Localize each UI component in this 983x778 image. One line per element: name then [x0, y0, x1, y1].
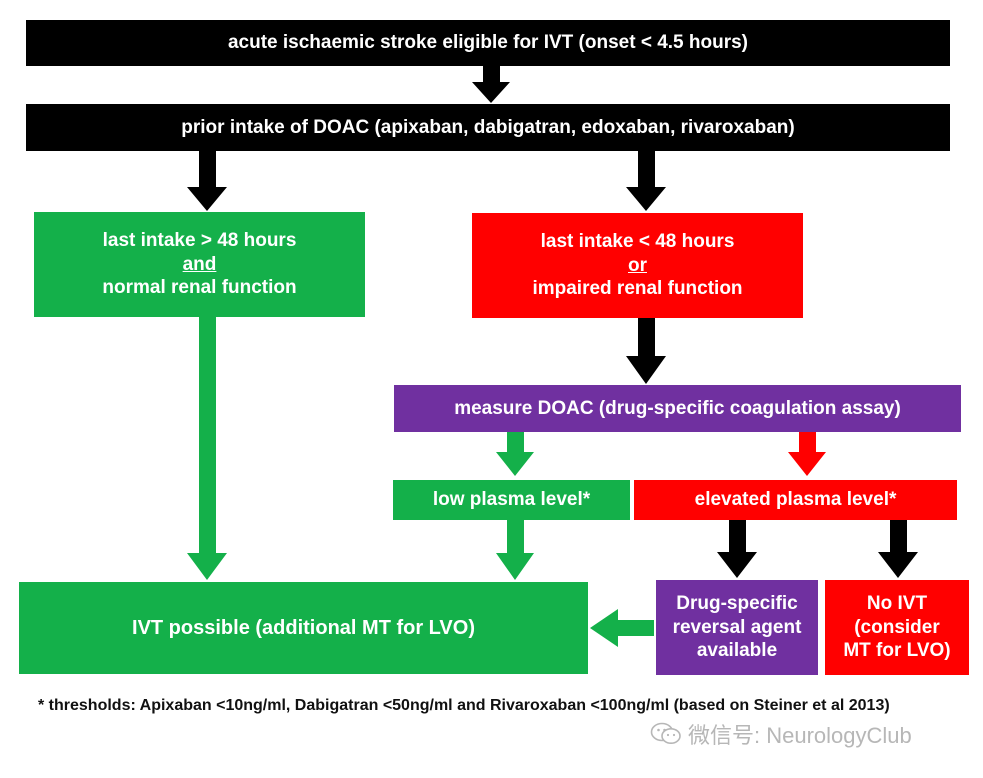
arrow-over48-to-ivt: [187, 317, 227, 580]
arrow-doac-to-under48: [626, 151, 666, 211]
measure-doac-text: measure DOAC (drug-specific coagulation …: [454, 397, 901, 419]
ivt-possible-box: IVT possible (additional MT for LVO): [19, 582, 588, 674]
eligible-text: acute ischaemic stroke eligible for IVT …: [227, 32, 749, 54]
ivt-possible-text: IVT possible (additional MT for LVO): [132, 616, 475, 639]
over-48-line3: normal renal function: [102, 277, 297, 299]
measure-doac-box: measure DOAC (drug-specific coagulation …: [394, 385, 961, 432]
under-48-line1: last intake < 48 hours: [540, 230, 735, 252]
arrow-eligible-to-doac: [472, 66, 510, 103]
no-ivt-line2: (consider: [854, 616, 940, 638]
watermark-text: 微信号: NeurologyClub: [688, 723, 912, 748]
low-plasma-text: low plasma level*: [432, 489, 591, 511]
arrow-low-to-ivt: [496, 520, 534, 580]
under-48-hours-box: last intake < 48 hours or impaired renal…: [472, 213, 803, 318]
elevated-plasma-text: elevated plasma level*: [694, 489, 897, 511]
arrow-measure-to-low: [496, 432, 534, 476]
reversal-line3: available: [696, 640, 778, 662]
doac-intake-text: prior intake of DOAC (apixaban, dabigatr…: [181, 116, 795, 138]
reversal-agent-box: Drug-specific reversal agent available: [656, 580, 818, 675]
under-48-line2: or: [628, 254, 647, 276]
arrow-elevated-to-no-ivt: [878, 520, 918, 578]
arrow-elevated-to-reversal: [717, 520, 757, 578]
no-ivt-line3: MT for LVO): [843, 640, 951, 662]
over-48-line2: and: [182, 253, 217, 275]
arrow-under48-to-measure: [626, 318, 666, 384]
arrow-reversal-to-ivt: [590, 609, 654, 647]
over-48-line1: last intake > 48 hours: [102, 229, 297, 251]
elevated-plasma-box: elevated plasma level*: [634, 480, 957, 520]
watermark: 微信号: NeurologyClub: [650, 718, 912, 750]
eligible-box: acute ischaemic stroke eligible for IVT …: [26, 20, 950, 66]
thresholds-footnote: * thresholds: Apixaban <10ng/ml, Dabigat…: [38, 697, 890, 714]
doac-intake-box: prior intake of DOAC (apixaban, dabigatr…: [26, 104, 950, 151]
wechat-icon: [650, 722, 681, 744]
arrow-doac-to-over48: [187, 151, 227, 211]
low-plasma-box: low plasma level*: [393, 480, 630, 520]
reversal-line2: reversal agent: [672, 616, 802, 638]
over-48-hours-box: last intake > 48 hours and normal renal …: [34, 212, 365, 317]
no-ivt-box: No IVT (consider MT for LVO): [825, 580, 969, 675]
no-ivt-line1: No IVT: [866, 592, 928, 614]
reversal-line1: Drug-specific: [676, 592, 798, 614]
under-48-line3: impaired renal function: [532, 278, 743, 300]
arrow-measure-to-elevated: [788, 432, 826, 476]
